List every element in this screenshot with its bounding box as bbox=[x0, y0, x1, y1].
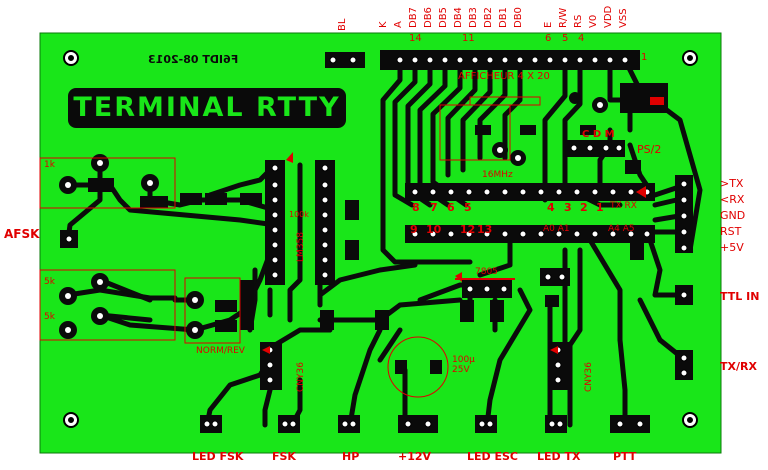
pin-label-db4: DB4 bbox=[453, 7, 464, 28]
vcc-label: +5V bbox=[720, 241, 744, 254]
header-a0-label: A0 A1 bbox=[543, 224, 570, 234]
header-txrx-label: TX RX bbox=[610, 201, 637, 211]
header-num-10: 10 bbox=[426, 223, 442, 236]
header-num-8: 8 bbox=[412, 201, 420, 214]
header-num-5: 5 bbox=[464, 201, 472, 214]
rst-label: RST bbox=[720, 225, 742, 238]
ps2-pins: C D M bbox=[582, 129, 615, 140]
header-num-3: 3 bbox=[564, 201, 572, 214]
mirrored-tag: F6IDT 08-2013 bbox=[148, 53, 239, 66]
pin-label-vss: VSS bbox=[618, 8, 629, 28]
pin-label-a: A bbox=[393, 21, 404, 28]
top-pin-labels: BL K A DB7 DB6 DB5 DB4 DB3 DB2 DB1 DB0 E… bbox=[0, 0, 768, 50]
pin-label-db5: DB5 bbox=[438, 7, 449, 28]
crystal-label: 16MHz bbox=[482, 170, 513, 180]
tx-out-label: >TX bbox=[720, 177, 744, 190]
title-plate bbox=[68, 88, 346, 128]
pin-label-db6: DB6 bbox=[423, 7, 434, 28]
bottom-label-ptt: PTT bbox=[613, 450, 637, 463]
capacitor-label: 100µ 25V bbox=[452, 355, 475, 375]
pin-label-db7: DB7 bbox=[408, 7, 419, 28]
silkscreen bbox=[39, 96, 541, 398]
ic-label-opto-1: CNY36 bbox=[296, 362, 306, 392]
resistor-100k-label: 100k bbox=[289, 210, 309, 219]
mounting-holes bbox=[63, 50, 698, 428]
header-num-2: 2 bbox=[580, 201, 588, 214]
norm-rev-label: NORM/REV bbox=[196, 346, 245, 356]
bottom-label-12v: +12V bbox=[398, 450, 432, 463]
silk-arrows bbox=[262, 97, 664, 354]
pin-label-v0: V0 bbox=[588, 14, 599, 28]
header-num-6: 6 bbox=[447, 201, 455, 214]
pin-number-14: 14 bbox=[409, 33, 422, 44]
header-num-1: 1 bbox=[596, 201, 604, 214]
pot-5k-label-a: 5k bbox=[44, 277, 55, 287]
component-pads bbox=[88, 125, 644, 374]
ic-label-op: LM358 bbox=[296, 232, 306, 262]
header-num-12: 12 bbox=[460, 223, 476, 236]
pin-label-db0: DB0 bbox=[513, 7, 524, 28]
pin-label-db2: DB2 bbox=[483, 7, 494, 28]
pot-1k-label: 1k bbox=[44, 160, 55, 170]
header-num-4: 4 bbox=[547, 201, 555, 214]
gnd-label: GND bbox=[720, 209, 746, 222]
bottom-label-led-tx: LED TX bbox=[537, 450, 581, 463]
ic-label-opto-2: CNY36 bbox=[584, 362, 594, 392]
ttl-in-label: TTL IN bbox=[720, 290, 760, 303]
header-num-13: 13 bbox=[477, 223, 493, 236]
pin-number-5: 5 bbox=[562, 33, 569, 44]
afsk-label: AFSK bbox=[4, 227, 40, 241]
board-title: TERMINAL RTTY bbox=[73, 92, 341, 123]
pin-label-rs: RS bbox=[573, 14, 584, 28]
bottom-label-fsk: FSK bbox=[272, 450, 296, 463]
bottom-label-led-esc: LED ESC bbox=[467, 450, 518, 463]
rx-in-label: <RX bbox=[720, 193, 745, 206]
txrx-label: TX/RX bbox=[720, 360, 757, 373]
regulator-label: 7805 bbox=[475, 267, 498, 277]
pads bbox=[65, 56, 688, 428]
afficheur-label: AFFICHEUR 4 X 20 bbox=[458, 71, 550, 82]
pin-number-4: 4 bbox=[578, 33, 585, 44]
pin-number-1: 1 bbox=[641, 52, 648, 63]
bottom-label-led-fsk: LED FSK bbox=[192, 450, 244, 463]
pot-5k-label-b: 5k bbox=[44, 312, 55, 322]
pin-number-11: 11 bbox=[462, 33, 475, 44]
bottom-label-hp: HP bbox=[342, 450, 360, 463]
header-num-9: 9 bbox=[410, 223, 418, 236]
pin-label-bl: BL bbox=[337, 18, 348, 31]
pin-number-6: 6 bbox=[545, 33, 552, 44]
headers bbox=[60, 50, 693, 433]
pin-label-db3: DB3 bbox=[468, 7, 479, 28]
pin-label-db1: DB1 bbox=[498, 7, 509, 28]
pin-label-e: E bbox=[543, 21, 554, 28]
ps2-label: PS/2 bbox=[637, 143, 662, 156]
header-a4-label: A4 A5 bbox=[608, 224, 635, 234]
pin-label-rw: R/W bbox=[558, 7, 569, 28]
pin-label-k: K bbox=[378, 21, 389, 28]
header-num-7: 7 bbox=[430, 201, 438, 214]
pin-label-vdd: VDD bbox=[603, 5, 614, 28]
